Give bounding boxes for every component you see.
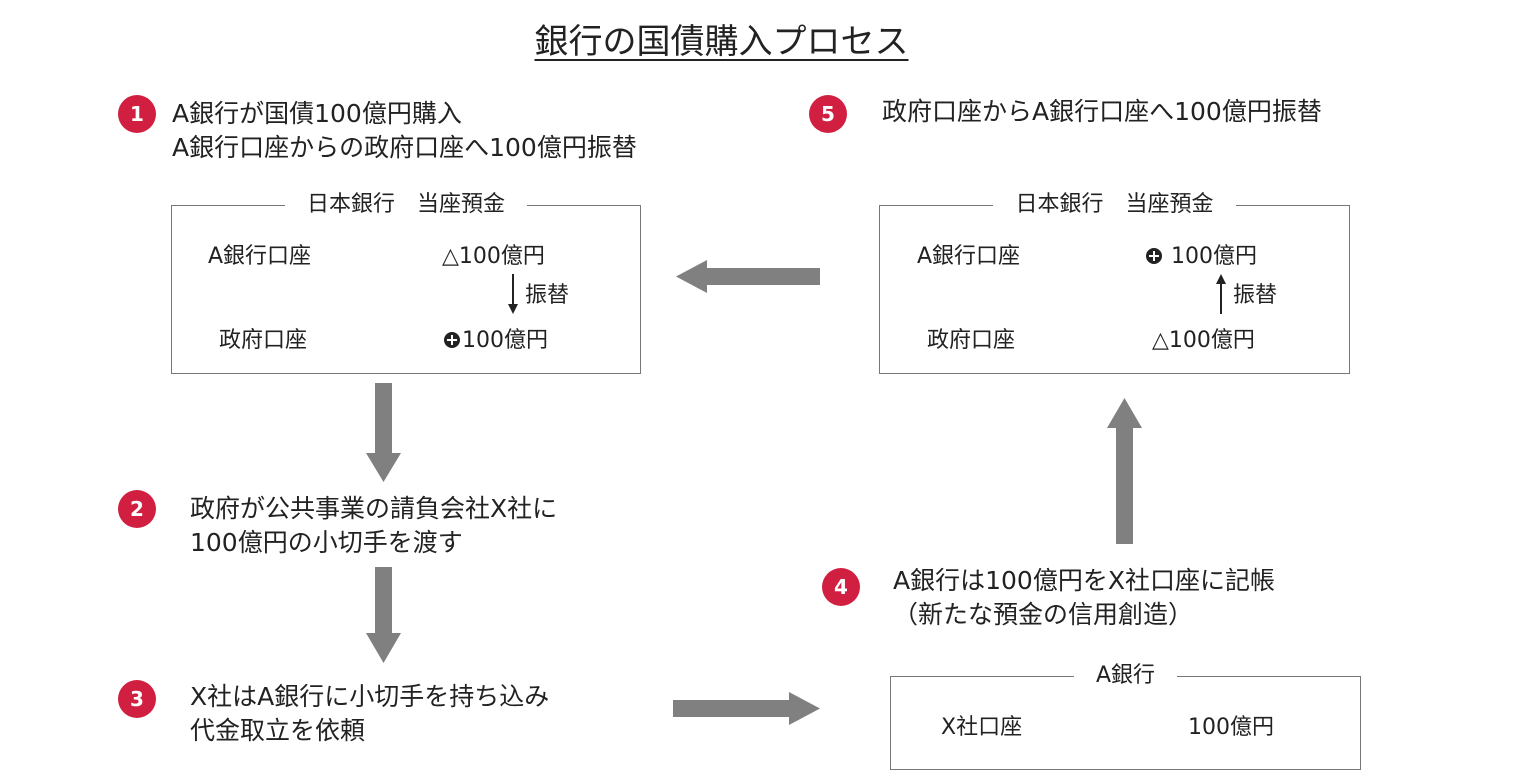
step-1-line2: A銀行口座からの政府口座へ100億円振替	[172, 133, 637, 162]
box-right-title: 日本銀行 当座預金	[993, 192, 1236, 217]
step-2-badge: 2	[118, 490, 156, 528]
box-left-row1-label: A銀行口座	[208, 244, 312, 269]
a-bank-account-box: A銀行 X社口座 100億円	[890, 663, 1361, 770]
step-5-text: 政府口座からA銀行口座へ100億円振替	[882, 95, 1322, 129]
plus-circle-icon	[1146, 248, 1162, 264]
step-5-badge: 5	[809, 95, 847, 133]
diagram-title: 銀行の国債購入プロセス	[534, 22, 909, 62]
boj-account-box-left: 日本銀行 当座預金 A銀行口座 △100億円 振替 政府口座 100億円	[171, 192, 641, 374]
step-3-line2: 代金取立を依頼	[190, 716, 366, 745]
step-1-text: A銀行が国債100億円購入 A銀行口座からの政府口座へ100億円振替	[172, 97, 637, 165]
plus-circle-icon	[444, 332, 460, 348]
arrow-left-5	[676, 260, 820, 293]
arrow-down-small-icon	[508, 274, 518, 314]
step-1-line1: A銀行が国債100億円購入	[172, 99, 462, 128]
box-left-row2-value: 100億円	[462, 328, 548, 353]
box-bank-title: A銀行	[1073, 663, 1178, 688]
step-3-badge: 3	[118, 680, 156, 718]
box-right-row2-label: 政府口座	[927, 328, 1016, 353]
box-right-row1-label: A銀行口座	[917, 244, 1021, 269]
step-3-line1: X社はA銀行に小切手を持ち込み	[190, 682, 550, 711]
box-left-row2-value-wrap: 100億円	[444, 328, 548, 354]
step-1-badge: 1	[118, 95, 156, 133]
step-3-text: X社はA銀行に小切手を持ち込み 代金取立を依頼	[190, 680, 549, 748]
step-4-text: A銀行は100億円をX社口座に記帳 （新たな預金の信用創造）	[893, 564, 1275, 632]
box-left-transfer: 振替	[525, 283, 570, 308]
box-right-row1-value: 100億円	[1171, 244, 1257, 269]
box-left-row1-value: △100億円	[442, 244, 545, 269]
box-left-row2-label: 政府口座	[219, 328, 308, 353]
arrow-right-3	[673, 692, 820, 725]
step-5-line1: 政府口座からA銀行口座へ100億円振替	[882, 97, 1322, 126]
arrow-down-2	[366, 567, 401, 663]
box-right-row2-value: △100億円	[1152, 328, 1255, 353]
box-bank-row1-label: X社口座	[941, 715, 1023, 740]
step-4-line1: A銀行は100億円をX社口座に記帳	[893, 566, 1275, 595]
box-bank-row1-value: 100億円	[1188, 715, 1274, 740]
step-2-line1: 政府が公共事業の請負会社X社に	[190, 494, 558, 523]
arrow-up-4	[1107, 398, 1142, 544]
step-2-text: 政府が公共事業の請負会社X社に 100億円の小切手を渡す	[190, 492, 557, 560]
box-left-title: 日本銀行 当座預金	[284, 192, 527, 217]
step-2-line2: 100億円の小切手を渡す	[190, 528, 463, 557]
arrow-up-small-icon	[1216, 274, 1226, 314]
step-4-line2: （新たな預金の信用創造）	[893, 600, 1194, 629]
box-right-row1-value-wrap: 100億円	[1146, 244, 1257, 270]
boj-account-box-right: 日本銀行 当座預金 A銀行口座 100億円 振替 政府口座 △100億円	[879, 192, 1350, 374]
arrow-down-1	[366, 383, 401, 482]
step-4-badge: 4	[822, 568, 860, 606]
box-right-transfer: 振替	[1233, 283, 1278, 308]
